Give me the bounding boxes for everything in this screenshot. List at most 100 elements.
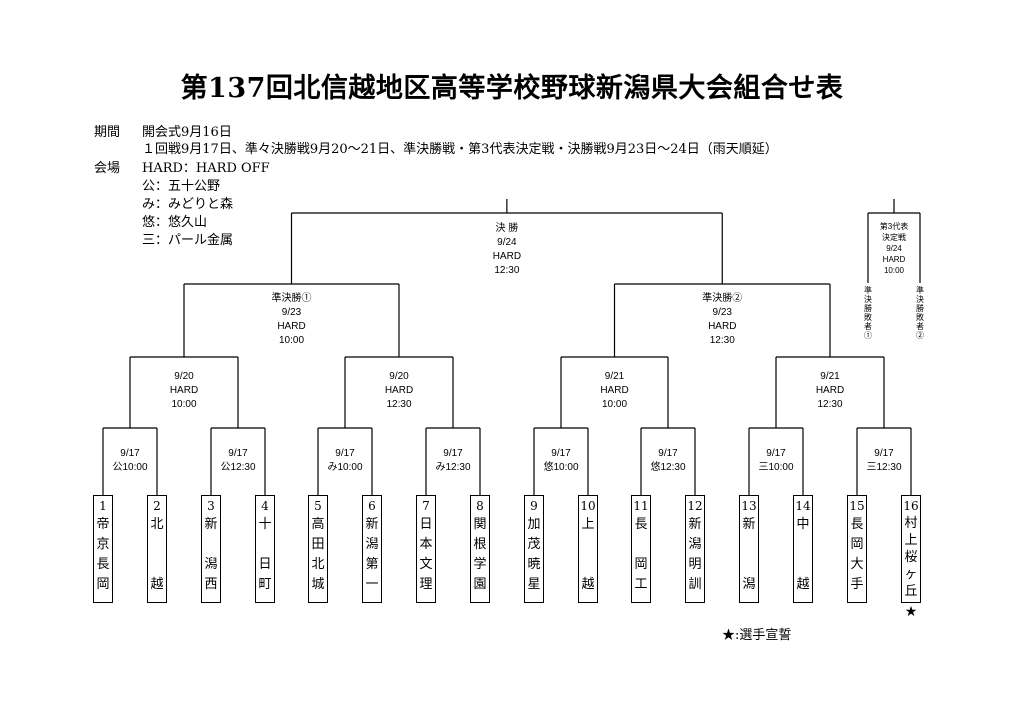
round1-label-3-line: 9/17: [335, 448, 355, 459]
team-name-char: 越: [581, 577, 595, 592]
quarterfinal-label-2-line: HARD: [384, 385, 414, 396]
quarterfinal-label-4-line: HARD: [815, 385, 845, 396]
quarterfinal-label-2-line: 9/20: [389, 371, 409, 382]
team-name-char: [794, 535, 812, 555]
team-number: 5: [314, 499, 322, 513]
team-name-char: [148, 555, 166, 575]
team-name-char: 岡: [634, 557, 648, 572]
third-place-label-line: 10:00: [883, 266, 905, 275]
third-place-right-source: 準決勝敗者②: [914, 286, 926, 340]
round1-label-4-line: み12:30: [435, 462, 471, 473]
team-name: 北越: [148, 515, 166, 595]
third-place-source-char: 敗: [916, 313, 924, 322]
round1-label-8-line: 9/17: [874, 448, 894, 459]
team-number: 10: [580, 499, 596, 513]
team-name-char: 園: [473, 577, 487, 592]
team-number: 3: [207, 499, 215, 513]
team-number: 6: [368, 499, 376, 513]
team-name-char: 新: [742, 517, 756, 532]
third-place-source-char: 者①: [864, 322, 872, 340]
period-label: 期間: [94, 125, 121, 140]
team-name: 高田北城: [309, 515, 327, 595]
team-name: 帝京長岡: [94, 515, 112, 595]
team-name-char: 工: [634, 577, 648, 592]
team-name-char: 町: [258, 577, 272, 592]
team-name-char: 日: [419, 517, 433, 532]
third-place-source-char: 準: [916, 286, 924, 295]
team-name: 新潟第一: [363, 515, 381, 595]
round1-label-5-line: 9/17: [551, 448, 571, 459]
round1-label-5: 9/17 悠10:00: [543, 447, 578, 475]
semifinal-label-2-line: HARD: [708, 321, 737, 332]
team-name-char: 長: [634, 517, 648, 532]
semifinal-label-1-line: 10:00: [278, 335, 305, 346]
team-number: 8: [476, 499, 484, 513]
team-name-char: 西: [204, 577, 218, 592]
team-name-char: 学: [473, 557, 487, 572]
team-name-char: 村: [904, 516, 918, 531]
round1-label-3-line: み10:00: [327, 462, 363, 473]
team-name-char: 明: [688, 557, 702, 572]
third-place-source-char: 者②: [916, 322, 924, 340]
venue-ko: 公：五十公野: [142, 179, 221, 194]
team-name-char: 関: [473, 517, 487, 532]
team-name-char: 上: [581, 517, 595, 532]
team-number: 12: [687, 499, 703, 513]
third-place-source-char: 勝: [864, 304, 872, 313]
team-name-char: 本: [419, 537, 433, 552]
team-name-char: 潟: [742, 577, 756, 592]
team-number: 14: [795, 499, 811, 513]
team-name-char: 根: [473, 537, 487, 552]
quarterfinal-label-2-line: 12:30: [386, 399, 412, 410]
team-name-char: 岡: [96, 577, 110, 592]
round1-label-2-line: 公12:30: [220, 462, 256, 473]
team-name-char: 潟: [365, 537, 379, 552]
team-name-char: [148, 535, 166, 555]
oath-star-marker: ★: [904, 604, 918, 620]
venue-hard: HARD：HARD OFF: [142, 161, 270, 176]
team-name-char: 北: [311, 557, 325, 572]
team-name-char: 新: [204, 517, 218, 532]
team-number: 1: [99, 499, 107, 513]
round1-label-3: 9/17 み10:00: [327, 447, 362, 475]
team-box: 3 新潟西: [201, 495, 221, 603]
third-place-label-line: 決定戦: [881, 233, 906, 242]
team-name-char: 潟: [204, 557, 218, 572]
semifinal-label-1-line: 9/23: [281, 307, 302, 318]
team-name-char: 星: [527, 577, 541, 592]
third-place-source-char: 決: [864, 295, 872, 304]
quarterfinal-label-3-line: 10:00: [601, 399, 628, 410]
semifinal-label-2-line: 12:30: [709, 335, 735, 346]
team-name-char: [740, 555, 758, 575]
round1-label-6-line: 9/17: [658, 448, 678, 459]
team-name-char: 桜: [904, 550, 918, 565]
team-name-char: 丘: [904, 584, 918, 599]
team-name-char: 田: [311, 537, 325, 552]
team-name-char: 長: [850, 517, 864, 532]
final-label-line: 決 勝: [495, 223, 519, 234]
team-name-char: 加: [527, 517, 541, 532]
team-name-char: [740, 535, 758, 555]
team-name-char: 京: [96, 537, 110, 552]
round1-label-1-line: 公10:00: [112, 462, 148, 473]
team-name-char: 暁: [527, 557, 541, 572]
round1-label-5-line: 悠10:00: [543, 462, 579, 473]
team-name: 関根学園: [471, 515, 489, 595]
page-title: 第137回北信越地区高等学校野球新潟県大会組合せ表: [180, 73, 844, 104]
legend-note: ★:選手宣誓: [722, 628, 792, 643]
team-name-char: 日: [258, 557, 272, 572]
quarterfinal-label-4-line: 9/21: [820, 371, 840, 382]
team-name: 中越: [794, 515, 812, 595]
